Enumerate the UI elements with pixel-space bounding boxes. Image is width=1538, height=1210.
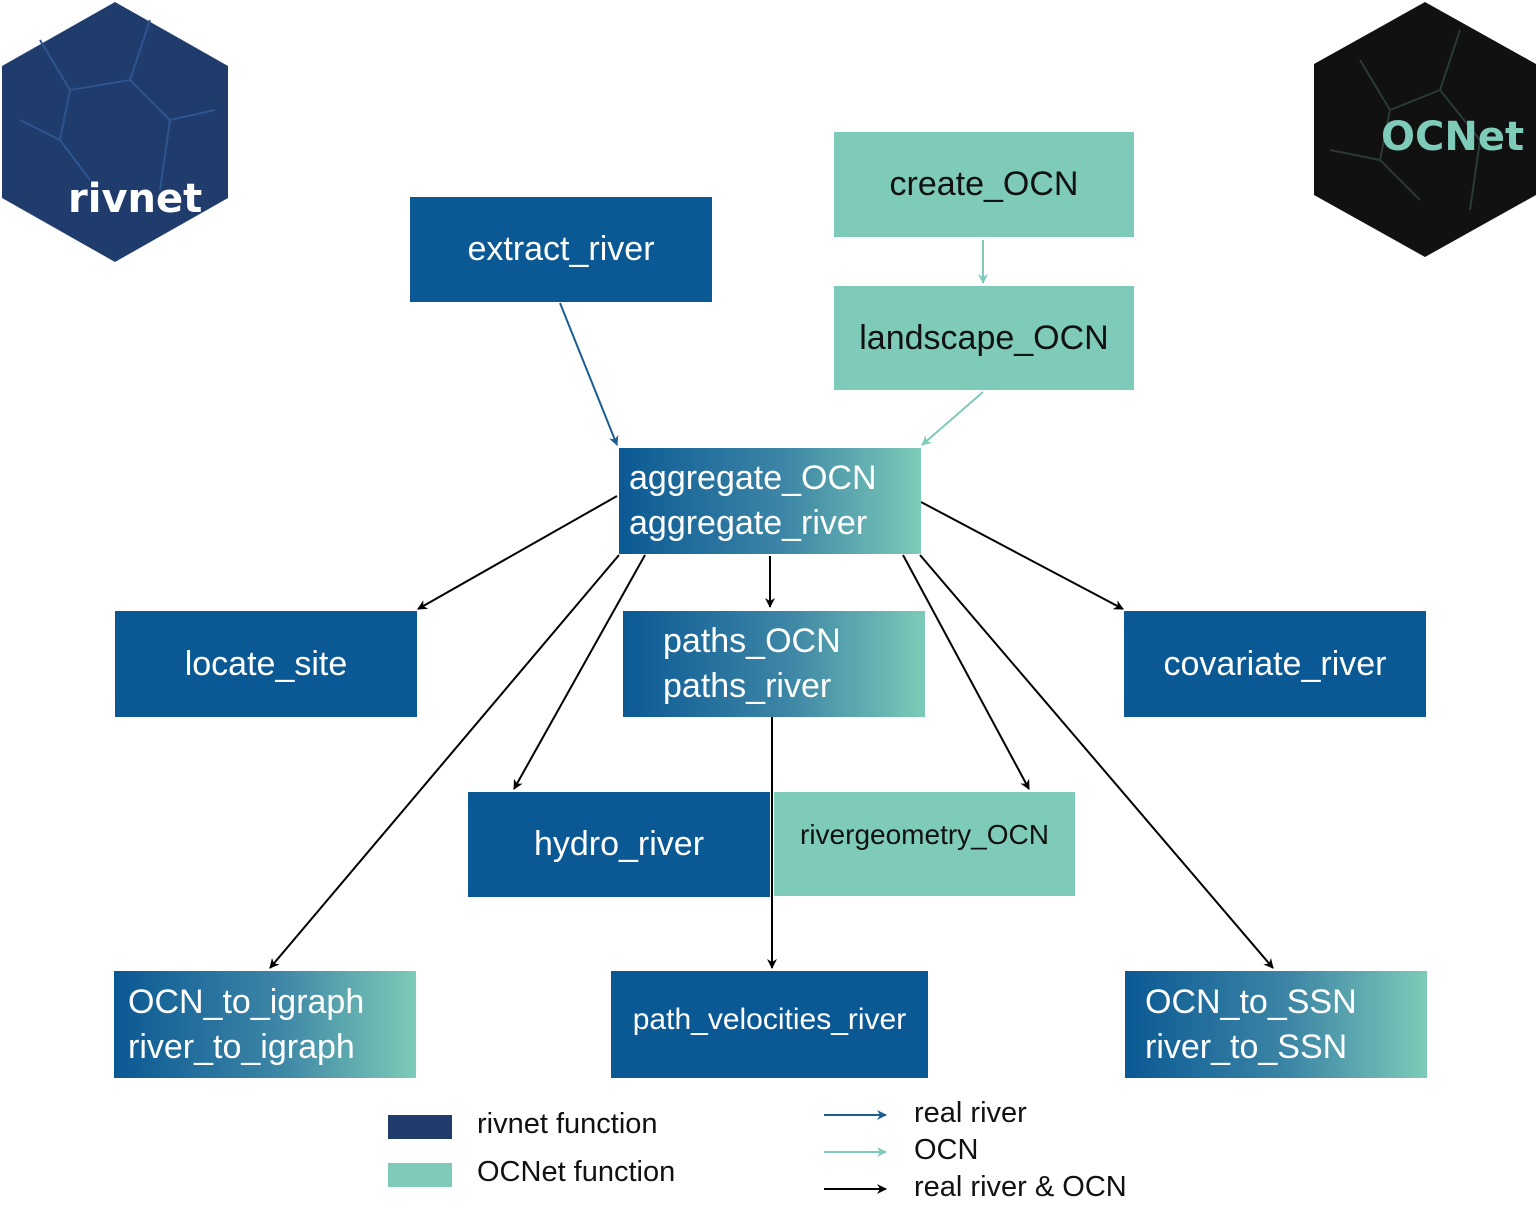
node-aggregate-ocn-label: aggregate_OCN bbox=[629, 459, 877, 497]
node-ocn-to-ssn-label: OCN_to_SSN bbox=[1145, 982, 1357, 1021]
node-path-velocities-river-label: path_velocities_river bbox=[632, 1002, 907, 1036]
node-landscape-ocn: landscape_OCN bbox=[834, 286, 1134, 390]
node-aggregate: aggregate_OCN aggregate_river bbox=[619, 448, 921, 554]
legend-label-ocn: OCN bbox=[914, 1134, 979, 1166]
arrow-aggregate-to-locate-site bbox=[417, 495, 618, 610]
node-covariate-river: covariate_river bbox=[1124, 611, 1426, 717]
rivnet-logo-label: rivnet bbox=[68, 176, 203, 222]
arrow-aggregate-to-hydro bbox=[513, 554, 646, 790]
legend-swatch-rivnet bbox=[388, 1115, 452, 1139]
node-path-velocities-river: path_velocities_river bbox=[611, 971, 928, 1078]
node-locate-site-label: locate_site bbox=[184, 644, 348, 683]
node-paths-river-label: paths_river bbox=[663, 667, 832, 705]
node-hydro-river: hydro_river bbox=[468, 792, 770, 897]
node-locate-site: locate_site bbox=[115, 611, 417, 717]
node-rivergeometry-ocn-label: rivergeometry_OCN bbox=[800, 819, 1049, 850]
legend-label-ocnet: OCNet function bbox=[477, 1156, 676, 1188]
node-rivergeometry-ocn: rivergeometry_OCN bbox=[774, 792, 1075, 896]
arrow-extract-to-aggregate bbox=[559, 302, 619, 446]
arrow-aggregate-to-covariate bbox=[920, 501, 1124, 610]
node-river-to-igraph-label: river_to_igraph bbox=[128, 1027, 355, 1066]
node-to-igraph: OCN_to_igraph river_to_igraph bbox=[114, 971, 416, 1078]
node-extract-river: extract_river bbox=[410, 197, 712, 302]
ocnet-logo-label: OCNet bbox=[1381, 114, 1525, 160]
arrow-landscape-to-aggregate bbox=[921, 391, 984, 446]
node-to-ssn: OCN_to_SSN river_to_SSN bbox=[1125, 971, 1427, 1078]
node-hydro-river-label: hydro_river bbox=[533, 825, 705, 863]
node-ocn-to-igraph-label: OCN_to_igraph bbox=[128, 982, 365, 1021]
ocnet-logo bbox=[1314, 2, 1536, 257]
arrow-aggregate-to-igraph bbox=[269, 554, 620, 969]
node-extract-river-label: extract_river bbox=[467, 230, 655, 268]
node-create-ocn-label: create_OCN bbox=[889, 165, 1079, 203]
node-covariate-river-label: covariate_river bbox=[1163, 644, 1387, 683]
node-create-ocn: create_OCN bbox=[834, 132, 1134, 237]
legend-label-real-river: real river bbox=[914, 1097, 1027, 1129]
node-aggregate-river-label: aggregate_river bbox=[629, 504, 868, 542]
arrow-aggregate-to-rivergeometry bbox=[902, 554, 1030, 790]
node-landscape-ocn-label: landscape_OCN bbox=[859, 318, 1109, 357]
node-river-to-ssn-label: river_to_SSN bbox=[1145, 1027, 1348, 1066]
node-paths-ocn-label: paths_OCN bbox=[663, 622, 841, 660]
legend-swatch-ocnet bbox=[388, 1163, 452, 1187]
arrow-aggregate-to-ssn bbox=[919, 554, 1274, 969]
legend-label-rivnet: rivnet function bbox=[477, 1108, 658, 1140]
node-paths: paths_OCN paths_river bbox=[623, 611, 925, 717]
legend-label-both: real river & OCN bbox=[914, 1171, 1127, 1203]
rivnet-logo bbox=[2, 2, 228, 262]
